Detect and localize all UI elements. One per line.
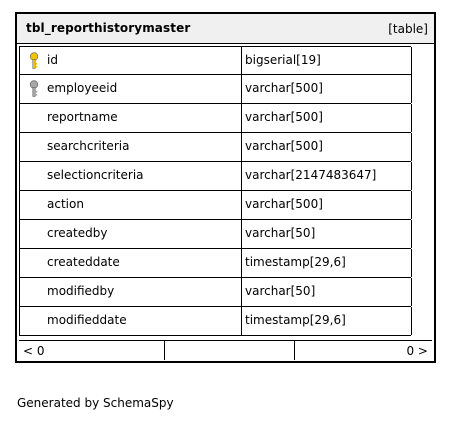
column-name-cell: modifiedby: [19, 278, 242, 306]
column-name-cell: selectioncriteria: [19, 162, 242, 190]
column-type: varchar[50]: [245, 284, 316, 298]
child-count[interactable]: 0 >: [406, 344, 428, 358]
column-name-cell: employeeid: [19, 75, 242, 103]
parent-count[interactable]: < 0: [23, 344, 45, 358]
column-name[interactable]: createddate: [47, 255, 120, 269]
column-row: modifieddate timestamp[29,6]: [19, 307, 412, 336]
column-row: searchcriteria varchar[500]: [19, 133, 412, 162]
column-name-cell: createdby: [19, 220, 242, 248]
column-type-cell: varchar[500]: [242, 191, 412, 219]
column-type-cell: bigserial[19]: [242, 47, 412, 75]
footer-divider: [164, 341, 165, 360]
column-name[interactable]: selectioncriteria: [47, 168, 144, 182]
column-row: employeeid varchar[500]: [19, 75, 412, 104]
column-type-cell: varchar[500]: [242, 104, 412, 132]
column-type: bigserial[19]: [245, 53, 321, 67]
column-name-cell: searchcriteria: [19, 133, 242, 161]
column-name[interactable]: createdby: [47, 226, 108, 240]
column-type-cell: varchar[50]: [242, 220, 412, 248]
column-type-cell: varchar[2147483647]: [242, 162, 412, 190]
column-type-cell: varchar[500]: [242, 133, 412, 161]
column-row: modifiedby varchar[50]: [19, 278, 412, 307]
column-type: varchar[500]: [245, 110, 323, 124]
column-name[interactable]: id: [47, 53, 58, 67]
column-row: createddate timestamp[29,6]: [19, 249, 412, 278]
table-kind-label: [table]: [388, 22, 428, 36]
footer-divider: [294, 341, 295, 360]
table-header: tbl_reporthistorymaster [table]: [17, 14, 434, 44]
column-type: varchar[500]: [245, 81, 323, 95]
column-name[interactable]: reportname: [47, 110, 118, 124]
column-name-cell: createddate: [19, 249, 242, 277]
column-type: varchar[500]: [245, 139, 323, 153]
column-row: action varchar[500]: [19, 191, 412, 220]
column-type-cell: timestamp[29,6]: [242, 307, 412, 335]
column-name[interactable]: searchcriteria: [47, 139, 130, 153]
column-type-cell: timestamp[29,6]: [242, 249, 412, 277]
column-name[interactable]: modifieddate: [47, 313, 127, 327]
table-footer: < 0 0 >: [19, 340, 432, 360]
column-name[interactable]: employeeid: [47, 81, 118, 95]
column-type: varchar[2147483647]: [245, 168, 377, 182]
foreign-key-icon: [29, 80, 39, 97]
table-name: tbl_reporthistorymaster: [26, 21, 191, 35]
column-name[interactable]: modifiedby: [47, 284, 115, 298]
column-type: timestamp[29,6]: [245, 313, 346, 327]
column-type-cell: varchar[50]: [242, 278, 412, 306]
table-box: tbl_reporthistorymaster [table] id bigser…: [15, 12, 436, 363]
column-name-cell: id: [19, 47, 242, 75]
column-row: createdby varchar[50]: [19, 220, 412, 249]
column-row: selectioncriteria varchar[2147483647]: [19, 162, 412, 191]
column-type: timestamp[29,6]: [245, 255, 346, 269]
column-type: varchar[50]: [245, 226, 316, 240]
column-type: varchar[500]: [245, 197, 323, 211]
column-row: reportname varchar[500]: [19, 104, 412, 133]
column-name-cell: action: [19, 191, 242, 219]
column-type-cell: varchar[500]: [242, 75, 412, 103]
generated-by-credit: Generated by SchemaSpy: [17, 396, 174, 410]
primary-key-icon: [29, 52, 39, 69]
column-name-cell: reportname: [19, 104, 242, 132]
column-name-cell: modifieddate: [19, 307, 242, 335]
column-name[interactable]: action: [47, 197, 84, 211]
column-row: id bigserial[19]: [19, 46, 412, 75]
